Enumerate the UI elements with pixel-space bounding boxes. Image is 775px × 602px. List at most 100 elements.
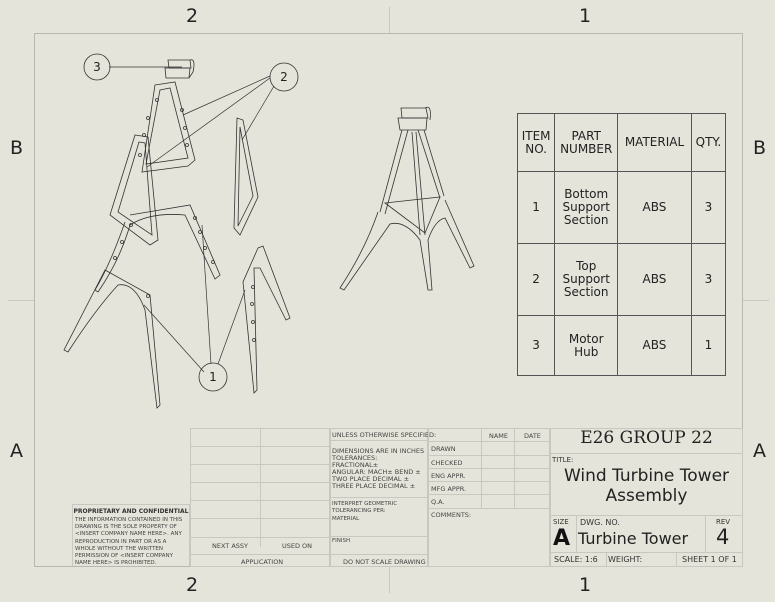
- bom-material: ABS: [617, 315, 692, 376]
- bottom-support-part: [242, 245, 291, 394]
- balloon-2: [269, 62, 299, 92]
- name-column-header: NAME: [489, 432, 509, 440]
- bottom-support-part: [94, 204, 221, 293]
- date-column-header: DATE: [524, 432, 541, 440]
- bom-header-material: MATERIAL: [617, 113, 692, 172]
- bom-header-item-no: ITEM NO.: [516, 113, 556, 172]
- zone-label-right-A: A: [753, 440, 766, 462]
- title-block: [550, 428, 743, 567]
- sheet-size: A: [553, 526, 571, 551]
- bom-qty: 1: [690, 315, 727, 376]
- divider: [330, 440, 428, 441]
- divider: [190, 537, 330, 538]
- bom-part-number: Motor Hub: [554, 315, 619, 376]
- divider: [330, 536, 428, 537]
- zone-label-top-1: 1: [579, 5, 592, 27]
- balloon-leaders: [109, 66, 275, 373]
- bom-item-no: 1: [516, 171, 556, 244]
- dimensions-note: DIMENSIONS ARE IN INCHES: [332, 447, 425, 455]
- title-label: TITLE:: [552, 456, 574, 464]
- divider: [260, 428, 261, 547]
- zone-label-left-B: B: [10, 137, 24, 159]
- sheet-label: SHEET 1 OF 1: [682, 555, 737, 564]
- proprietary-body: THE INFORMATION CONTAINED IN THIS DRAWIN…: [75, 517, 183, 567]
- balloon-3: [83, 53, 111, 81]
- bom-header-part-number: PART NUMBER: [554, 113, 619, 172]
- next-assy-label: NEXT ASSY: [212, 542, 249, 550]
- zone-tick: [743, 300, 769, 301]
- do-not-scale-label: DO NOT SCALE DRAWING: [343, 558, 426, 566]
- drawing-title: Wind Turbine Tower Assembly: [563, 466, 730, 506]
- revision: 4: [716, 525, 730, 549]
- weight-label: WEIGHT:: [608, 555, 643, 564]
- proprietary-title: PROPRIETARY AND CONFIDENTIAL: [73, 508, 189, 515]
- bom-row: 2 Top Support Section ABS 3: [516, 243, 727, 316]
- balloon-1: [198, 362, 228, 392]
- divider: [330, 554, 428, 555]
- scale-label: SCALE: 1:6: [554, 555, 598, 564]
- bom-row: 1 Bottom Support Section ABS 3: [516, 171, 727, 244]
- zone-label-top-2: 2: [186, 5, 199, 27]
- zone-tick: [389, 567, 390, 593]
- angular-tolerance: ANGULAR: MACH± BEND ±: [332, 468, 421, 476]
- qa-label: Q.A.: [431, 498, 445, 506]
- divider: [190, 482, 330, 483]
- tolerancing-per-label: TOLERANCING PER:: [332, 508, 386, 514]
- company-name: E26 GROUP 22: [580, 428, 713, 448]
- comments-label: COMMENTS:: [431, 511, 472, 519]
- divider: [606, 552, 607, 567]
- size-label: SIZE: [553, 518, 569, 526]
- top-support-part: [141, 81, 196, 173]
- bom-row: 3 Motor Hub ABS 1: [516, 315, 727, 376]
- bom-item-no: 3: [516, 315, 556, 376]
- divider: [428, 481, 550, 482]
- divider: [428, 508, 550, 509]
- application-label: APPLICATION: [241, 558, 284, 566]
- drawn-label: DRAWN: [431, 445, 456, 453]
- approvals-block: [428, 428, 550, 567]
- zone-label-right-B: B: [753, 137, 767, 159]
- bom-qty: 3: [690, 243, 727, 316]
- used-on-label: USED ON: [282, 542, 313, 550]
- zone-label-bottom-1: 1: [579, 574, 592, 596]
- balloon-1-label: 1: [209, 370, 217, 384]
- divider: [428, 494, 550, 495]
- bom-item-no: 2: [516, 243, 556, 316]
- divider: [705, 515, 706, 552]
- eng-appr-label: ENG APPR.: [431, 472, 466, 480]
- zone-tick: [389, 7, 390, 33]
- divider: [576, 515, 577, 552]
- bill-of-materials-table: ITEM NO. PART NUMBER MATERIAL QTY. 1 Bot…: [516, 113, 727, 376]
- zone-label-bottom-2: 2: [186, 574, 199, 596]
- divider: [190, 500, 330, 501]
- fractional-tolerance: FRACTIONAL±: [332, 461, 379, 469]
- divider: [550, 453, 743, 454]
- bom-part-number: Bottom Support Section: [554, 171, 619, 244]
- dwg-no-label: DWG. NO.: [580, 518, 620, 527]
- divider: [550, 552, 743, 553]
- divider: [428, 441, 550, 442]
- bom-part-number: Top Support Section: [554, 243, 619, 316]
- divider: [550, 515, 743, 516]
- balloon-2-label: 2: [280, 70, 288, 84]
- top-support-part: [109, 134, 159, 246]
- proprietary-notice: PROPRIETARY AND CONFIDENTIAL THE INFORMA…: [72, 504, 190, 566]
- material-label: MATERIAL: [332, 516, 360, 522]
- divider: [330, 497, 428, 498]
- interpret-geometric-label: INTERPRET GEOMETRIC: [332, 501, 398, 507]
- rev-label: REV: [716, 518, 731, 526]
- bom-header-row: ITEM NO. PART NUMBER MATERIAL QTY.: [516, 113, 727, 172]
- divider: [190, 446, 330, 447]
- divider: [190, 554, 330, 555]
- finish-label: FINISH: [332, 538, 351, 544]
- mfg-appr-label: MFG APPR.: [431, 485, 467, 493]
- divider: [190, 518, 330, 519]
- zone-label-left-A: A: [10, 440, 23, 462]
- divider: [428, 468, 550, 469]
- checked-label: CHECKED: [431, 459, 463, 467]
- bom-qty: 3: [690, 171, 727, 244]
- bom-header-qty: QTY.: [690, 113, 727, 172]
- divider: [428, 455, 550, 456]
- motor-hub-part: [164, 59, 195, 79]
